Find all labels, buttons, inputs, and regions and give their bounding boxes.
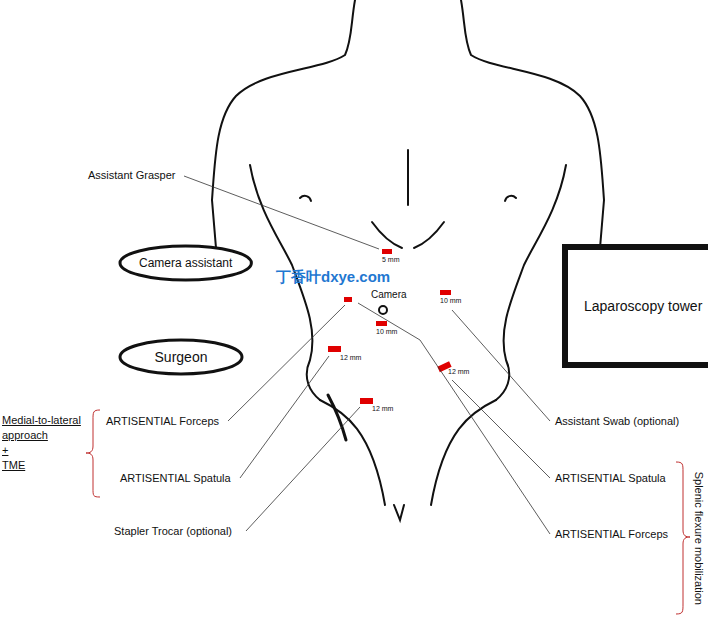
port-size: 10 mm	[440, 297, 461, 305]
port-size: 10 mm	[376, 328, 397, 336]
port-size: 12 mm	[448, 368, 469, 376]
instrument-label: Stapler Trocar (optional)	[114, 525, 232, 538]
sternum-line	[407, 150, 409, 205]
staff-ellipse: Surgeon	[118, 338, 244, 376]
watermark: 丁香叶dxye.com	[276, 268, 390, 285]
port-12mm-left	[328, 346, 341, 352]
port-forceps	[344, 297, 352, 302]
instrument-label: ARTISENTIAL Spatula	[555, 472, 666, 485]
staff-ellipse: Camera assistant	[118, 244, 253, 282]
camera-port	[379, 306, 387, 314]
port-size: 12 mm	[372, 405, 393, 413]
port-10mm	[440, 290, 451, 295]
approach-label: Medial-to-lateral approach + TME	[2, 413, 90, 472]
port-camera	[376, 321, 387, 326]
brackets	[86, 410, 690, 614]
groin-crease	[328, 395, 346, 440]
equipment-box: Laparoscopy tower	[562, 244, 708, 368]
crotch-line	[394, 505, 404, 520]
instrument-label: ARTISENTIAL Forceps	[555, 528, 668, 541]
instrument-label: ARTISENTIAL Forceps	[106, 415, 219, 428]
instrument-label: ARTISENTIAL Spatula	[120, 472, 231, 485]
node-text: Laparoscopy tower	[578, 298, 708, 314]
node-text: Camera assistant	[133, 256, 238, 270]
port-5mm	[382, 249, 392, 254]
instrument-label: Assistant Grasper	[88, 169, 175, 182]
instrument-label: Assistant Swab (optional)	[555, 415, 679, 428]
port-label: Camera	[371, 289, 407, 301]
port-size: 5 mm	[382, 256, 400, 264]
port-12mm-bottom	[360, 398, 373, 404]
approach-label: Splenic flexure mobilization	[693, 471, 706, 604]
body-outline	[212, 0, 604, 520]
node-text: Surgeon	[149, 349, 214, 365]
port-size: 12 mm	[340, 354, 361, 362]
